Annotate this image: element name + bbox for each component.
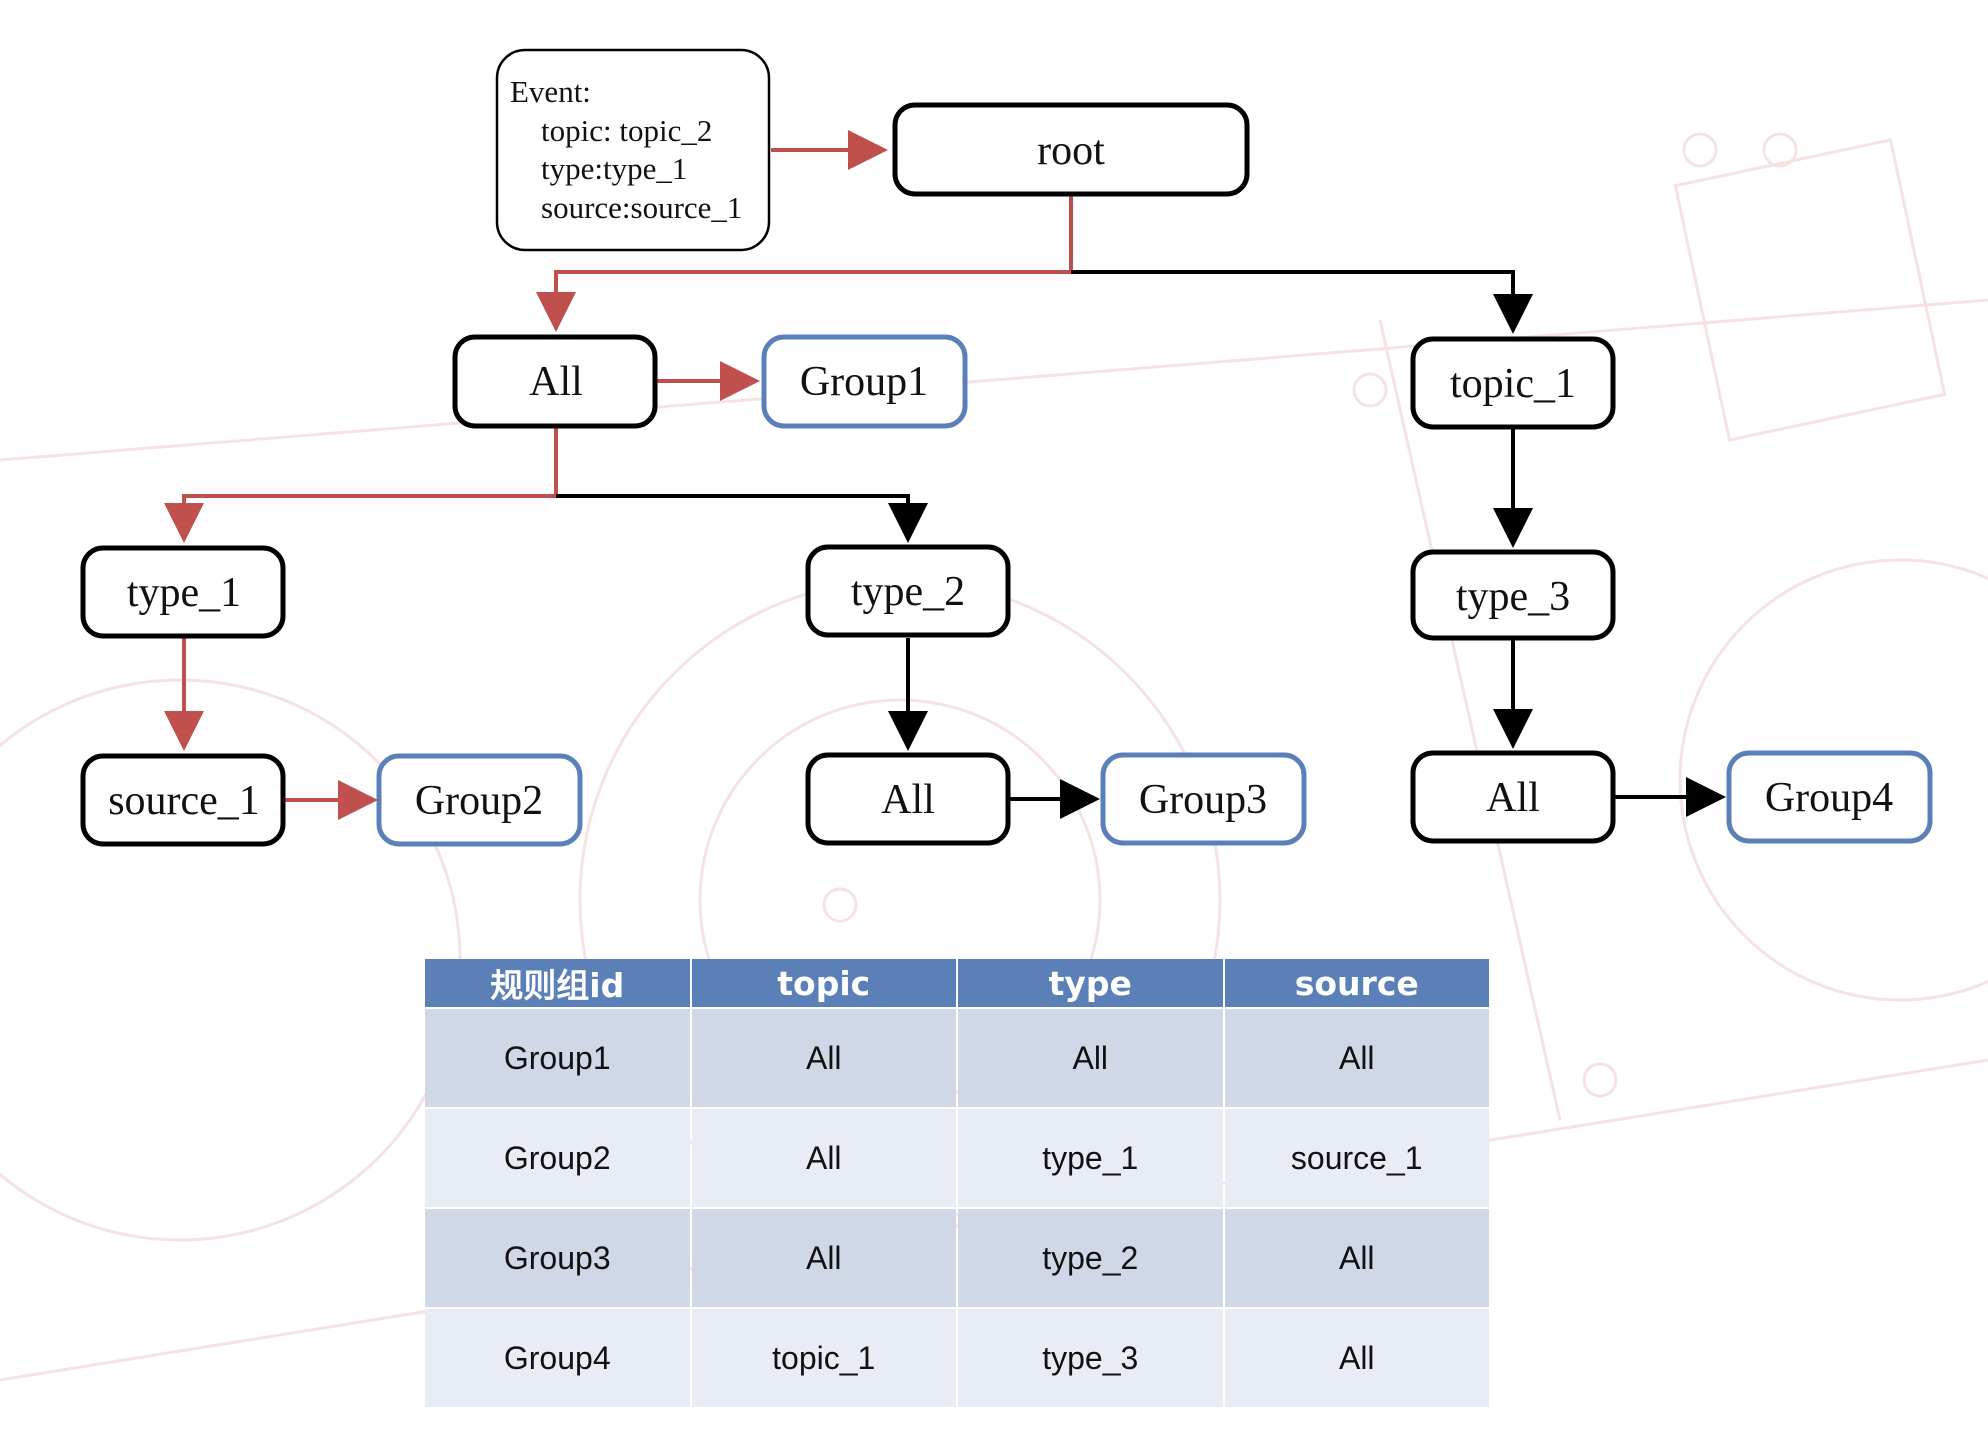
group2-box xyxy=(376,753,583,847)
event-line-type: type:type_1 xyxy=(541,151,687,186)
table-row: Group3 All type_2 All xyxy=(425,1207,1489,1307)
cell-topic: All xyxy=(691,1007,956,1107)
event-box: Event: topic: topic_2 type:type_1 source… xyxy=(495,48,771,252)
node-type3-box xyxy=(1410,549,1616,641)
node-all2-label: All xyxy=(881,777,935,823)
table-row: Group1 All All All xyxy=(425,1007,1489,1107)
group4-label: Group4 xyxy=(1765,775,1893,821)
header-source: source xyxy=(1224,959,1489,1007)
node-type2-label: type_2 xyxy=(851,569,965,615)
event-title: Event: xyxy=(510,74,591,109)
group3-box xyxy=(1100,752,1307,846)
edge-all-to-type2 xyxy=(556,494,928,543)
edge-root-to-all xyxy=(536,196,1073,332)
cell-type: type_2 xyxy=(958,1207,1223,1307)
edge-root-to-topic1 xyxy=(1071,270,1533,334)
cell-source: All xyxy=(1224,1207,1489,1307)
node-source1-label: source_1 xyxy=(108,778,260,824)
rule-group-table: 规则组id topic type source Group1 All All A… xyxy=(423,959,1491,1407)
cell-type: type_3 xyxy=(958,1307,1223,1407)
cell-topic: All xyxy=(691,1207,956,1307)
cell-type: type_1 xyxy=(958,1107,1223,1207)
header-topic: topic xyxy=(691,959,956,1007)
node-root-box xyxy=(892,102,1250,197)
node-root-label: root xyxy=(1037,128,1105,174)
group4-box xyxy=(1726,750,1933,844)
node-topic1-box xyxy=(1410,336,1616,430)
node-type3-label: type_3 xyxy=(1456,574,1570,620)
cell-source: All xyxy=(1224,1307,1489,1407)
group1-label: Group1 xyxy=(800,359,928,405)
table-header-row: 规则组id topic type source xyxy=(425,959,1489,1007)
edge-all-to-type1 xyxy=(164,428,558,543)
cell-type: All xyxy=(958,1007,1223,1107)
node-all2-box xyxy=(805,752,1011,846)
cell-group-id: Group1 xyxy=(425,1007,690,1107)
event-line-source: source:source_1 xyxy=(541,190,742,225)
header-type: type xyxy=(958,959,1223,1007)
cell-group-id: Group4 xyxy=(425,1307,690,1407)
node-all3-box xyxy=(1410,750,1616,844)
node-all-box xyxy=(452,334,658,429)
node-all3-label: All xyxy=(1486,775,1540,821)
node-type2-box xyxy=(805,544,1011,638)
node-all-label: All xyxy=(529,359,583,405)
event-line-topic: topic: topic_2 xyxy=(541,113,712,148)
group2-label: Group2 xyxy=(415,778,543,824)
node-type1-box xyxy=(80,545,286,639)
cell-group-id: Group2 xyxy=(425,1107,690,1207)
cell-source: source_1 xyxy=(1224,1107,1489,1207)
cell-source: All xyxy=(1224,1007,1489,1107)
table-row: Group2 All type_1 source_1 xyxy=(425,1107,1489,1207)
cell-topic: All xyxy=(691,1107,956,1207)
group1-box xyxy=(761,334,968,429)
node-source1-box xyxy=(80,753,286,847)
node-type1-label: type_1 xyxy=(127,570,241,616)
header-group-id: 规则组id xyxy=(425,959,690,1007)
table-row: Group4 topic_1 type_3 All xyxy=(425,1307,1489,1407)
cell-topic: topic_1 xyxy=(691,1307,956,1407)
group3-label: Group3 xyxy=(1139,777,1267,823)
node-topic1-label: topic_1 xyxy=(1450,361,1576,407)
cell-group-id: Group3 xyxy=(425,1207,690,1307)
